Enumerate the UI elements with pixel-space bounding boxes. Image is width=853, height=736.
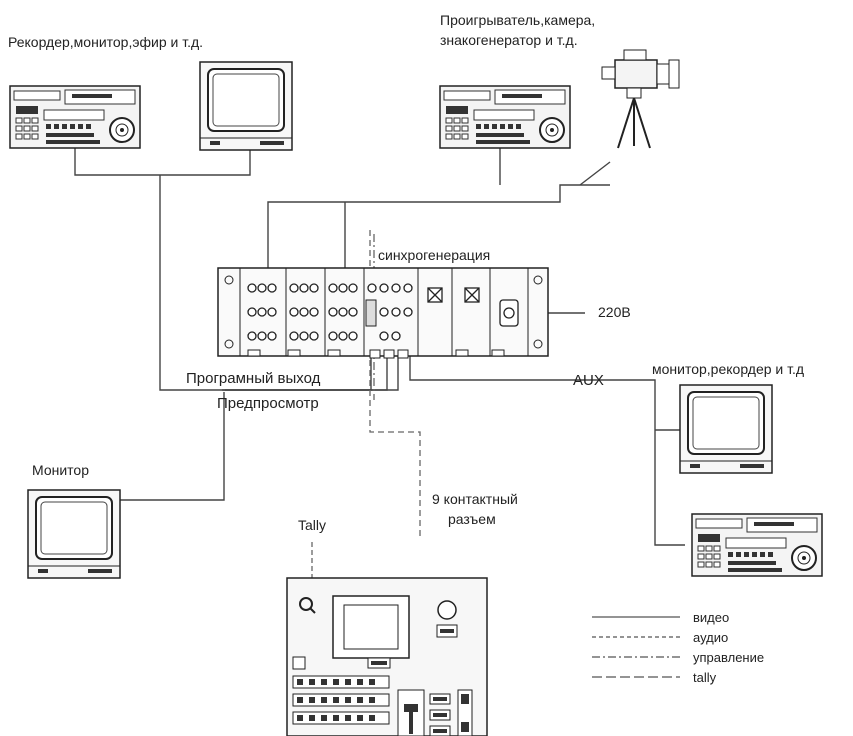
vtr-aux-icon <box>691 513 823 577</box>
legend-tally-label: tally <box>693 670 717 685</box>
recorder-group-label: Рекордер,монитор,эфир и т.д. <box>8 34 204 50</box>
player-group-label-line2: знакогенератор и т.д. <box>440 32 578 48</box>
monitor-aux-icon <box>679 384 773 474</box>
legend-video-label: видео <box>693 610 730 625</box>
legend-audio-label: аудио <box>693 630 729 645</box>
monitor-label: Монитор <box>32 462 89 478</box>
camera-icon <box>601 49 680 149</box>
switcher-rack <box>217 267 549 359</box>
power-label: 220В <box>598 304 631 320</box>
preview-label: Предпросмотр <box>217 395 319 412</box>
monitor-preview-icon <box>27 489 121 579</box>
legend-lines <box>592 616 680 678</box>
tally-label: Tally <box>298 517 327 533</box>
monitor-top-icon <box>199 61 293 151</box>
player-group-label-line1: Проигрыватель,камера, <box>440 12 596 28</box>
aux-label: AUX <box>573 372 604 389</box>
connector-label-line1: 9 контактный <box>432 491 518 507</box>
legend-control-label: управление <box>693 650 765 665</box>
vtr-player-icon <box>439 85 571 149</box>
sync-label: синхрогенерация <box>378 247 491 263</box>
program-out-label: Програмный выход <box>186 370 321 387</box>
control-panel <box>286 577 488 736</box>
connector-label-line2: разъем <box>448 511 496 527</box>
vtr-recorder-icon <box>9 85 141 149</box>
aux-group-label: монитор,рекордер и т.д <box>652 361 805 377</box>
